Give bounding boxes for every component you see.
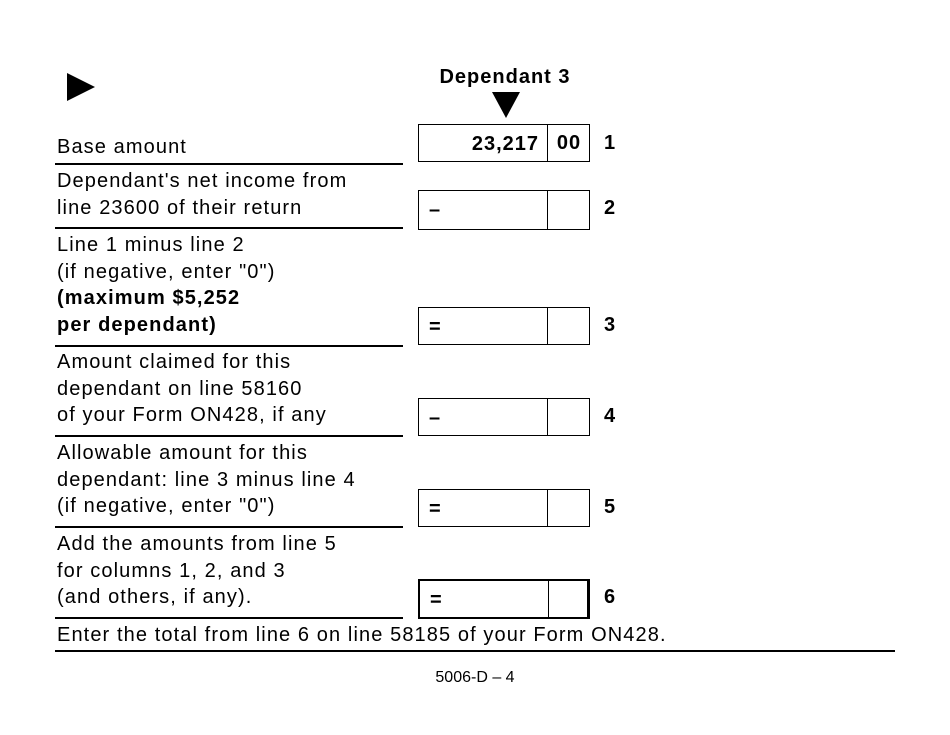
line-number-4: 4 bbox=[604, 405, 616, 427]
line-1-amount-field[interactable]: 23,217 00 bbox=[418, 124, 590, 162]
line-2-cents bbox=[548, 191, 590, 229]
line-4-amount-field[interactable]: – bbox=[418, 398, 590, 436]
line-5-cents bbox=[548, 490, 590, 526]
line-5-amount-field[interactable]: = bbox=[418, 489, 590, 527]
row-6-label: Add the amounts from line 5 for columns … bbox=[57, 533, 337, 608]
line-3-cents bbox=[548, 308, 590, 344]
line-6-cents bbox=[549, 581, 591, 617]
line-number-2: 2 bbox=[604, 197, 616, 219]
line-3-sign: = bbox=[429, 316, 441, 338]
line-number-3: 3 bbox=[604, 314, 616, 336]
continue-arrow-icon bbox=[67, 73, 95, 101]
row-3-label: Line 1 minus line 2 (if negative, enter … bbox=[57, 234, 276, 336]
row-1-rule bbox=[55, 163, 403, 165]
row-1-label: Base amount bbox=[57, 136, 187, 158]
page-number: 5006-D – 4 bbox=[435, 669, 515, 686]
line-1-cents: 00 bbox=[556, 132, 582, 154]
line-3-amount-field[interactable]: = bbox=[418, 307, 590, 345]
line-number-5: 5 bbox=[604, 496, 616, 518]
footer-instruction: Enter the total from line 6 on line 5818… bbox=[57, 624, 667, 646]
line-5-sign: = bbox=[429, 498, 441, 520]
line-number-6: 6 bbox=[604, 586, 616, 608]
row-6-rule bbox=[55, 617, 403, 619]
line-4-cents bbox=[548, 399, 590, 435]
column-arrow-down-icon bbox=[492, 92, 520, 118]
line-6-sign: = bbox=[430, 589, 442, 611]
line-6-amount-field[interactable]: = bbox=[418, 579, 590, 619]
row-2-label: Dependant's net income from line 23600 o… bbox=[57, 170, 348, 219]
footer-rule bbox=[55, 650, 895, 652]
column-header: Dependant 3 bbox=[439, 66, 571, 88]
row-4-label: Amount claimed for this dependant on lin… bbox=[57, 351, 327, 426]
row-4-rule bbox=[55, 435, 403, 437]
line-4-sign: – bbox=[429, 407, 441, 429]
line-1-dollars: 23,217 bbox=[471, 133, 539, 155]
line-2-amount-field[interactable]: – bbox=[418, 190, 590, 230]
row-2-rule bbox=[55, 227, 403, 229]
row-5-label: Allowable amount for this dependant: lin… bbox=[57, 442, 356, 517]
line-2-sign: – bbox=[429, 199, 441, 221]
row-3-rule bbox=[55, 345, 403, 347]
row-5-rule bbox=[55, 526, 403, 528]
line-number-1: 1 bbox=[604, 132, 616, 154]
